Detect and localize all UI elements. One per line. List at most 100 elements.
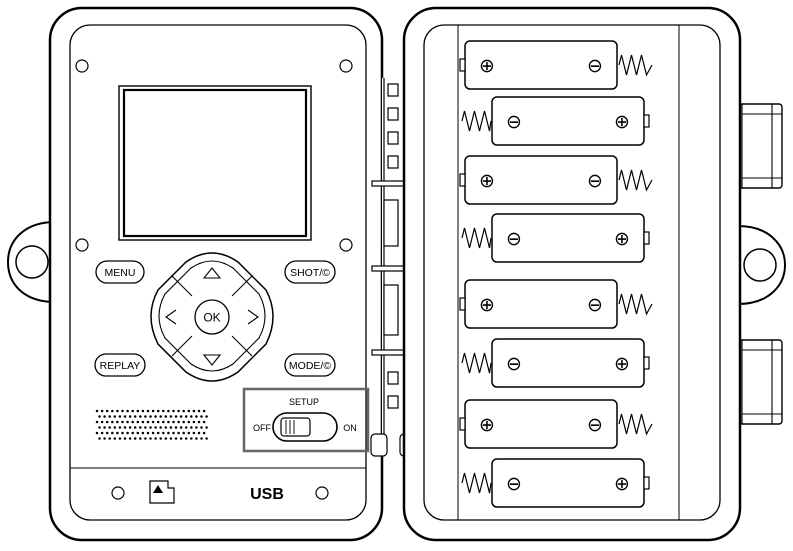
spring-icon [618,169,653,192]
speaker-hole [126,431,129,435]
speaker-hole [192,420,196,424]
speaker-hole [177,431,180,435]
speaker-hole [202,420,206,424]
speaker-hole [136,409,140,413]
spring-icon [618,293,653,316]
speaker-hole [131,431,134,435]
speaker-hole [162,420,165,424]
speaker-hole [144,426,147,429]
battery-minus-symbol: ⊖ [587,55,603,77]
speaker-hole [205,426,208,429]
speaker-hole [174,426,178,429]
speaker-hole [156,409,160,413]
spring-icon [461,227,492,249]
speaker-hole [103,437,106,440]
battery-terminal [459,417,466,431]
sd-card-slot[interactable] [149,480,175,504]
speaker-hole [177,409,180,413]
speaker-hole [200,415,203,418]
setup-switch-on-label: ON [343,423,357,433]
usb-port[interactable]: USB [250,486,284,503]
speaker-hole [146,420,150,424]
arrow-right-icon [247,309,259,325]
arrow-left-icon [165,309,177,325]
arrow-up-icon [202,267,222,279]
dpad-up-button[interactable] [202,267,222,279]
dpad-right-button[interactable] [247,309,259,325]
battery-plus-symbol: ⊕ [614,228,630,250]
speaker-hole [169,415,173,418]
speaker-hole [144,415,147,418]
speaker-hole [131,409,134,413]
speaker-hole [111,420,114,424]
speaker-hole [111,409,114,413]
dpad: OK [150,252,274,382]
speaker-hole [105,409,109,413]
speaker-hole [195,437,198,440]
dpad-down-button[interactable] [202,354,222,366]
speaker-hole [167,431,170,435]
menu-button[interactable]: MENU [95,260,145,284]
battery-plus-symbol: ⊕ [479,294,495,316]
speaker-hole [164,437,168,440]
speaker-hole [141,420,145,424]
battery: ⊕⊖ [459,399,653,449]
setup-switch-title: SETUP [289,397,319,407]
dpad-left-button[interactable] [165,309,177,325]
setup-switch-toggle[interactable] [272,412,338,442]
speaker-hole [108,437,111,440]
speaker-hole [108,426,111,429]
battery: ⊖⊕ [461,338,650,388]
mode-button[interactable]: MODE/© [284,353,336,377]
speaker-hole [182,431,185,435]
battery-terminal [643,231,650,245]
speaker-hole [105,420,109,424]
bottom-latch[interactable] [733,339,783,425]
spring-icon [618,413,653,436]
battery-plus-symbol: ⊕ [614,473,630,495]
speaker-hole [195,426,198,429]
battery: ⊕⊖ [459,40,653,90]
speaker-hole [164,426,168,429]
battery-plus-symbol: ⊕ [614,353,630,375]
speaker-hole [121,420,124,424]
arrow-down-icon [202,354,222,366]
speaker-hole [95,420,99,424]
speaker-hole [159,415,162,418]
battery: ⊕⊖ [459,279,653,329]
right-mount-hole [743,248,777,282]
battery: ⊖⊕ [461,458,650,508]
battery-panel: ⊕⊖⊖⊕⊕⊖⊖⊕⊕⊖⊖⊕⊕⊖⊖⊕ [402,6,787,542]
speaker-hole [121,431,124,435]
spring-icon [461,110,492,132]
battery-terminal [643,114,650,128]
speaker-hole [179,415,183,418]
replay-button[interactable]: REPLAY [94,353,146,377]
speaker-hole [98,415,101,418]
speaker-hole [205,415,208,418]
speaker-hole [159,426,162,429]
speaker-hole [116,431,119,435]
speaker-hole [141,409,145,413]
speaker-hole [100,420,104,424]
speaker-hole [133,415,137,418]
speaker-hole [108,415,111,418]
speaker-hole [169,426,173,429]
speaker-hole [126,420,129,424]
speaker-hole [205,437,208,440]
speaker-hole [154,415,157,418]
battery-minus-symbol: ⊖ [506,353,522,375]
bottom-port-left [111,486,125,500]
speaker-hole [146,431,150,435]
battery-minus-symbol: ⊖ [506,111,522,133]
replay-button-label: REPLAY [100,360,141,372]
battery: ⊕⊖ [459,155,653,205]
front-panel: MENU SHOT/© REPLAY MODE/© [6,6,384,542]
battery-minus-symbol: ⊖ [587,414,603,436]
speaker-hole [156,420,160,424]
speaker-hole [151,409,155,413]
battery-minus-symbol: ⊖ [506,473,522,495]
speaker-hole [95,431,99,435]
ok-button[interactable]: OK [194,299,230,335]
shot-button[interactable]: SHOT/© [284,260,336,284]
